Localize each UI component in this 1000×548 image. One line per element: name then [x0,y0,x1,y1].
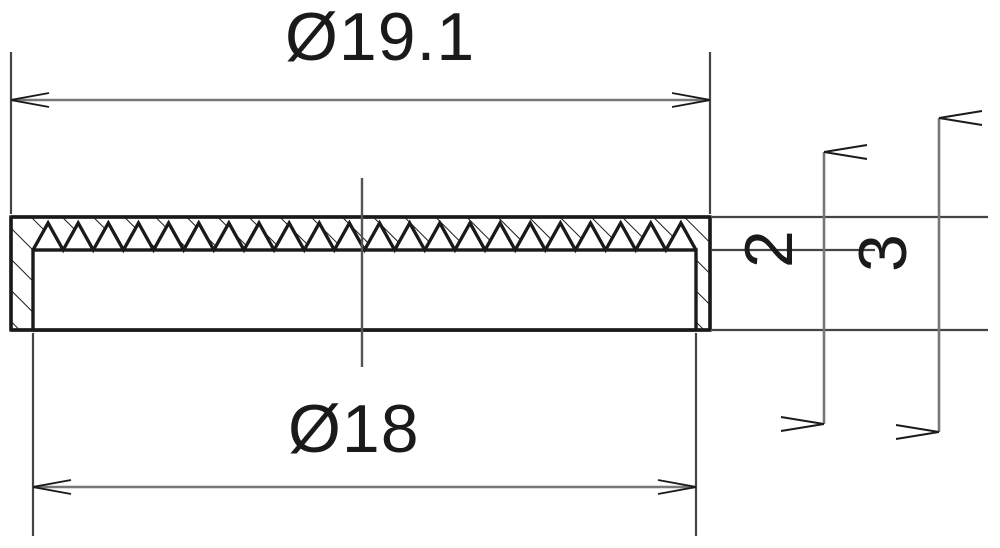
inner-diameter-label: Ø18 [288,391,420,467]
outer-diameter-dimension: Ø19.1 [9,0,712,214]
height-dimensions: 2 3 [712,118,988,432]
outer-diameter-label: Ø19.1 [285,0,475,75]
outer-height-dimension: 3 [845,118,939,432]
outer-height-label: 3 [845,234,921,272]
knurl-teeth-overlay [31,219,698,254]
inner-diameter-dimension: Ø18 [31,333,698,536]
right-wall-hatch [696,250,710,330]
left-wall-hatch [11,250,33,330]
inner-height-label: 2 [731,230,807,268]
inner-cavity-outline [31,248,698,332]
inner-height-dimension: 2 [731,152,824,424]
washer-section-body [9,215,712,332]
